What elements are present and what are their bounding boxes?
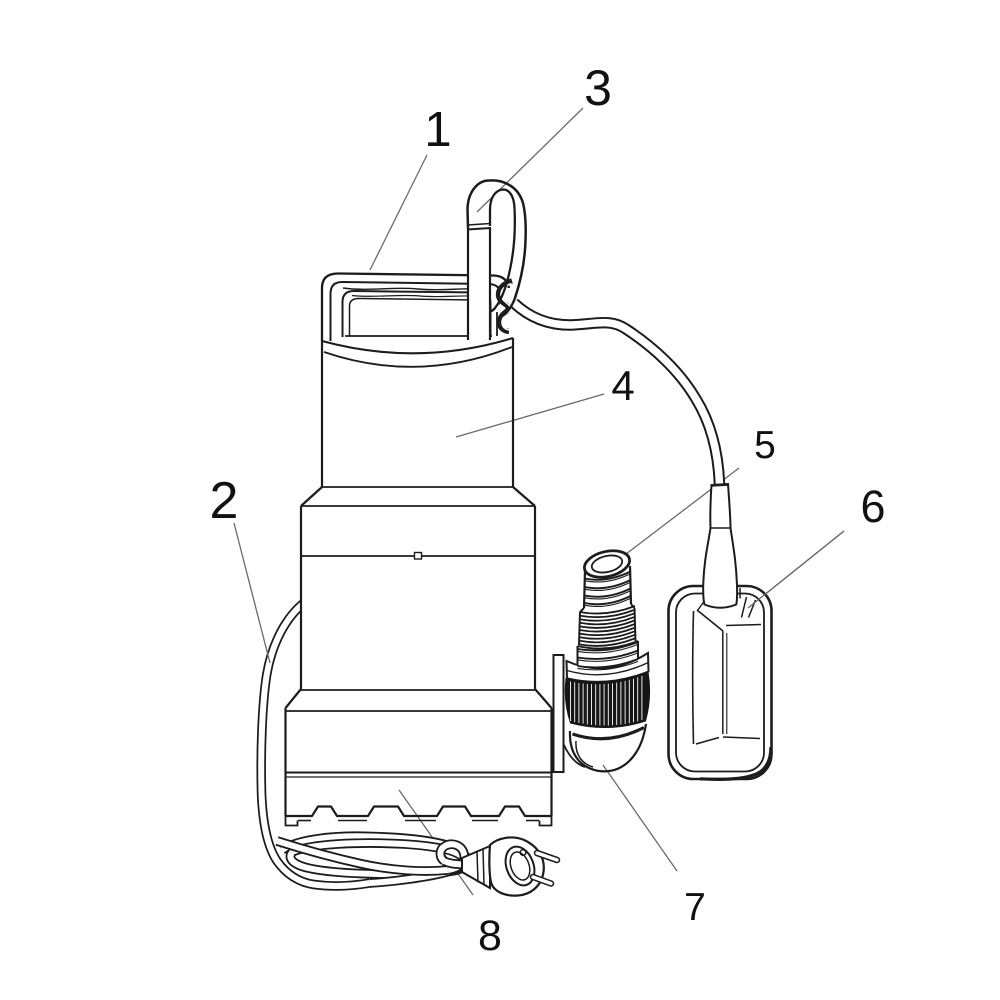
svg-text:4: 4 bbox=[611, 362, 634, 409]
svg-text:1: 1 bbox=[424, 103, 451, 157]
svg-text:8: 8 bbox=[478, 912, 502, 960]
svg-text:7: 7 bbox=[684, 886, 706, 929]
svg-text:3: 3 bbox=[584, 60, 612, 116]
svg-text:2: 2 bbox=[210, 472, 239, 530]
svg-text:5: 5 bbox=[754, 424, 776, 467]
svg-text:6: 6 bbox=[860, 481, 885, 532]
